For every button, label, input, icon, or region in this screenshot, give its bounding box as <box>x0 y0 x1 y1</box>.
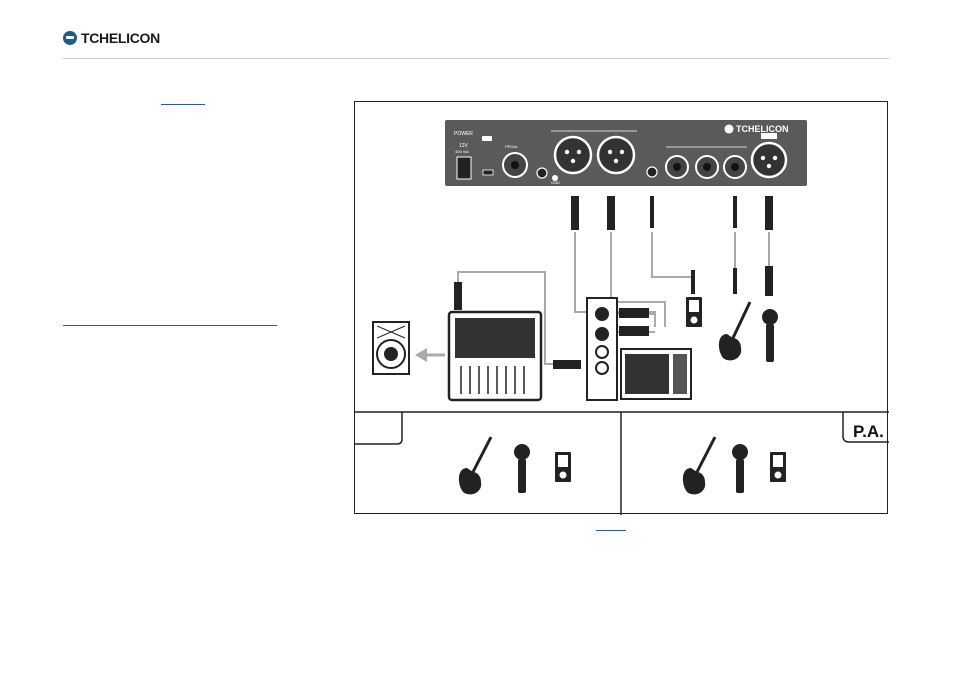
guitar-icon <box>683 437 715 494</box>
audio-interface-icon <box>587 298 617 400</box>
microphone-icon <box>514 444 530 493</box>
usb-port <box>483 170 493 175</box>
output-arrow-head <box>415 348 427 362</box>
media-player-icon <box>686 297 702 327</box>
media-player-icon <box>770 452 786 482</box>
brand-logo: TCHELICON <box>63 30 160 46</box>
power-jack <box>457 157 471 179</box>
xlr-output-left <box>555 137 591 173</box>
figure-caption-link[interactable] <box>596 530 626 531</box>
headphone-jack <box>537 168 547 178</box>
brand-name: TCHELICON <box>81 30 160 46</box>
guitar-icon <box>719 302 750 360</box>
connection-diagram-svg: POWER 12V 400 mA PEDAL GND <box>355 102 889 515</box>
aux-input <box>647 167 657 177</box>
microphone-icon <box>732 444 748 493</box>
guitar-icon <box>459 437 491 494</box>
monitor-amp-icon <box>621 349 691 399</box>
current-label: 400 mA <box>455 149 469 154</box>
gnd-label: GND <box>551 180 560 185</box>
microphone-icon <box>762 309 778 362</box>
power-label: POWER <box>454 131 473 137</box>
device-rear-panel: POWER 12V 400 mA PEDAL GND <box>445 120 807 186</box>
header-divider <box>63 58 889 59</box>
connection-diagram: POWER 12V 400 mA PEDAL GND <box>354 101 888 514</box>
brand-logo-icon <box>63 31 77 45</box>
pa-speaker-icon <box>373 322 409 374</box>
xlr-mic-input <box>752 143 786 177</box>
text-link-underline[interactable] <box>161 104 205 105</box>
mixer-icon <box>449 312 541 400</box>
xlr-output-right <box>598 137 634 173</box>
page-header: TCHELICON <box>0 0 954 60</box>
pa-badge: P.A. <box>853 422 884 441</box>
media-player-icon <box>555 452 571 482</box>
device-logo-icon <box>725 125 734 134</box>
text-link-underline[interactable] <box>63 325 277 326</box>
lock-icon <box>482 136 492 141</box>
pedal-label: PEDAL <box>505 144 519 149</box>
left-panel-tab <box>355 412 402 444</box>
device-brand: TCHELICON <box>736 124 789 134</box>
